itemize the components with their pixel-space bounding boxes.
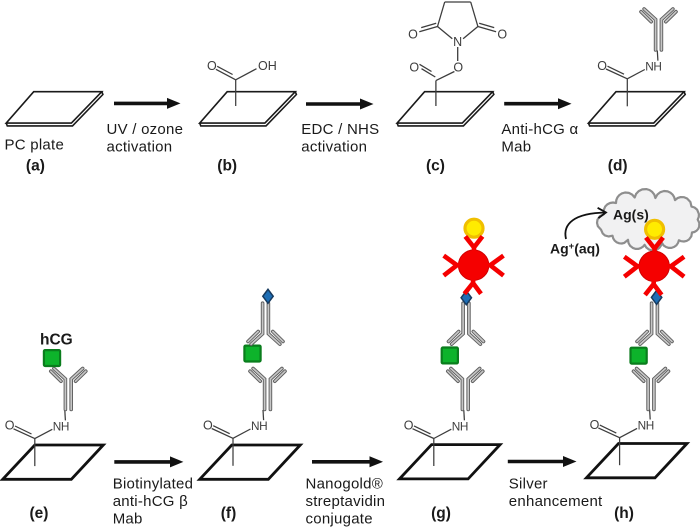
svg-text:(c): (c) [426,158,445,175]
svg-text:hCG: hCG [40,332,73,349]
svg-text:activation: activation [301,139,367,156]
svg-text:O: O [207,59,217,73]
svg-text:N: N [453,35,462,49]
svg-text:(g): (g) [431,505,451,522]
svg-text:(f): (f) [221,505,237,522]
svg-text:(e): (e) [30,505,49,522]
svg-text:UV / ozone: UV / ozone [107,121,184,138]
svg-text:enhancement: enhancement [509,493,603,510]
svg-text:conjugate: conjugate [306,511,373,528]
svg-text:(b): (b) [217,158,237,175]
svg-text:O: O [409,61,419,75]
svg-text:OH: OH [258,59,277,73]
svg-text:EDC / NHS: EDC / NHS [301,121,379,138]
svg-text:O: O [408,27,418,41]
svg-text:O: O [497,27,507,41]
svg-text:Ag+(aq): Ag+(aq) [550,241,600,257]
svg-text:streptavidin: streptavidin [306,493,386,510]
svg-text:(h): (h) [614,505,634,522]
svg-text:(a): (a) [26,158,45,175]
svg-text:activation: activation [107,139,173,156]
svg-text:Nanogold®: Nanogold® [306,475,384,492]
svg-text:PC plate: PC plate [5,137,65,154]
svg-text:Mab: Mab [501,139,531,156]
svg-text:O: O [453,61,463,75]
svg-text:Mab: Mab [113,511,143,528]
svg-text:Biotinylated: Biotinylated [113,475,194,492]
svg-text:Anti-hCG α: Anti-hCG α [501,121,578,138]
svg-text:Silver: Silver [509,475,548,492]
svg-text:(d): (d) [608,158,628,175]
svg-text:Ag(s): Ag(s) [613,207,649,223]
svg-text:anti-hCG β: anti-hCG β [113,493,188,510]
